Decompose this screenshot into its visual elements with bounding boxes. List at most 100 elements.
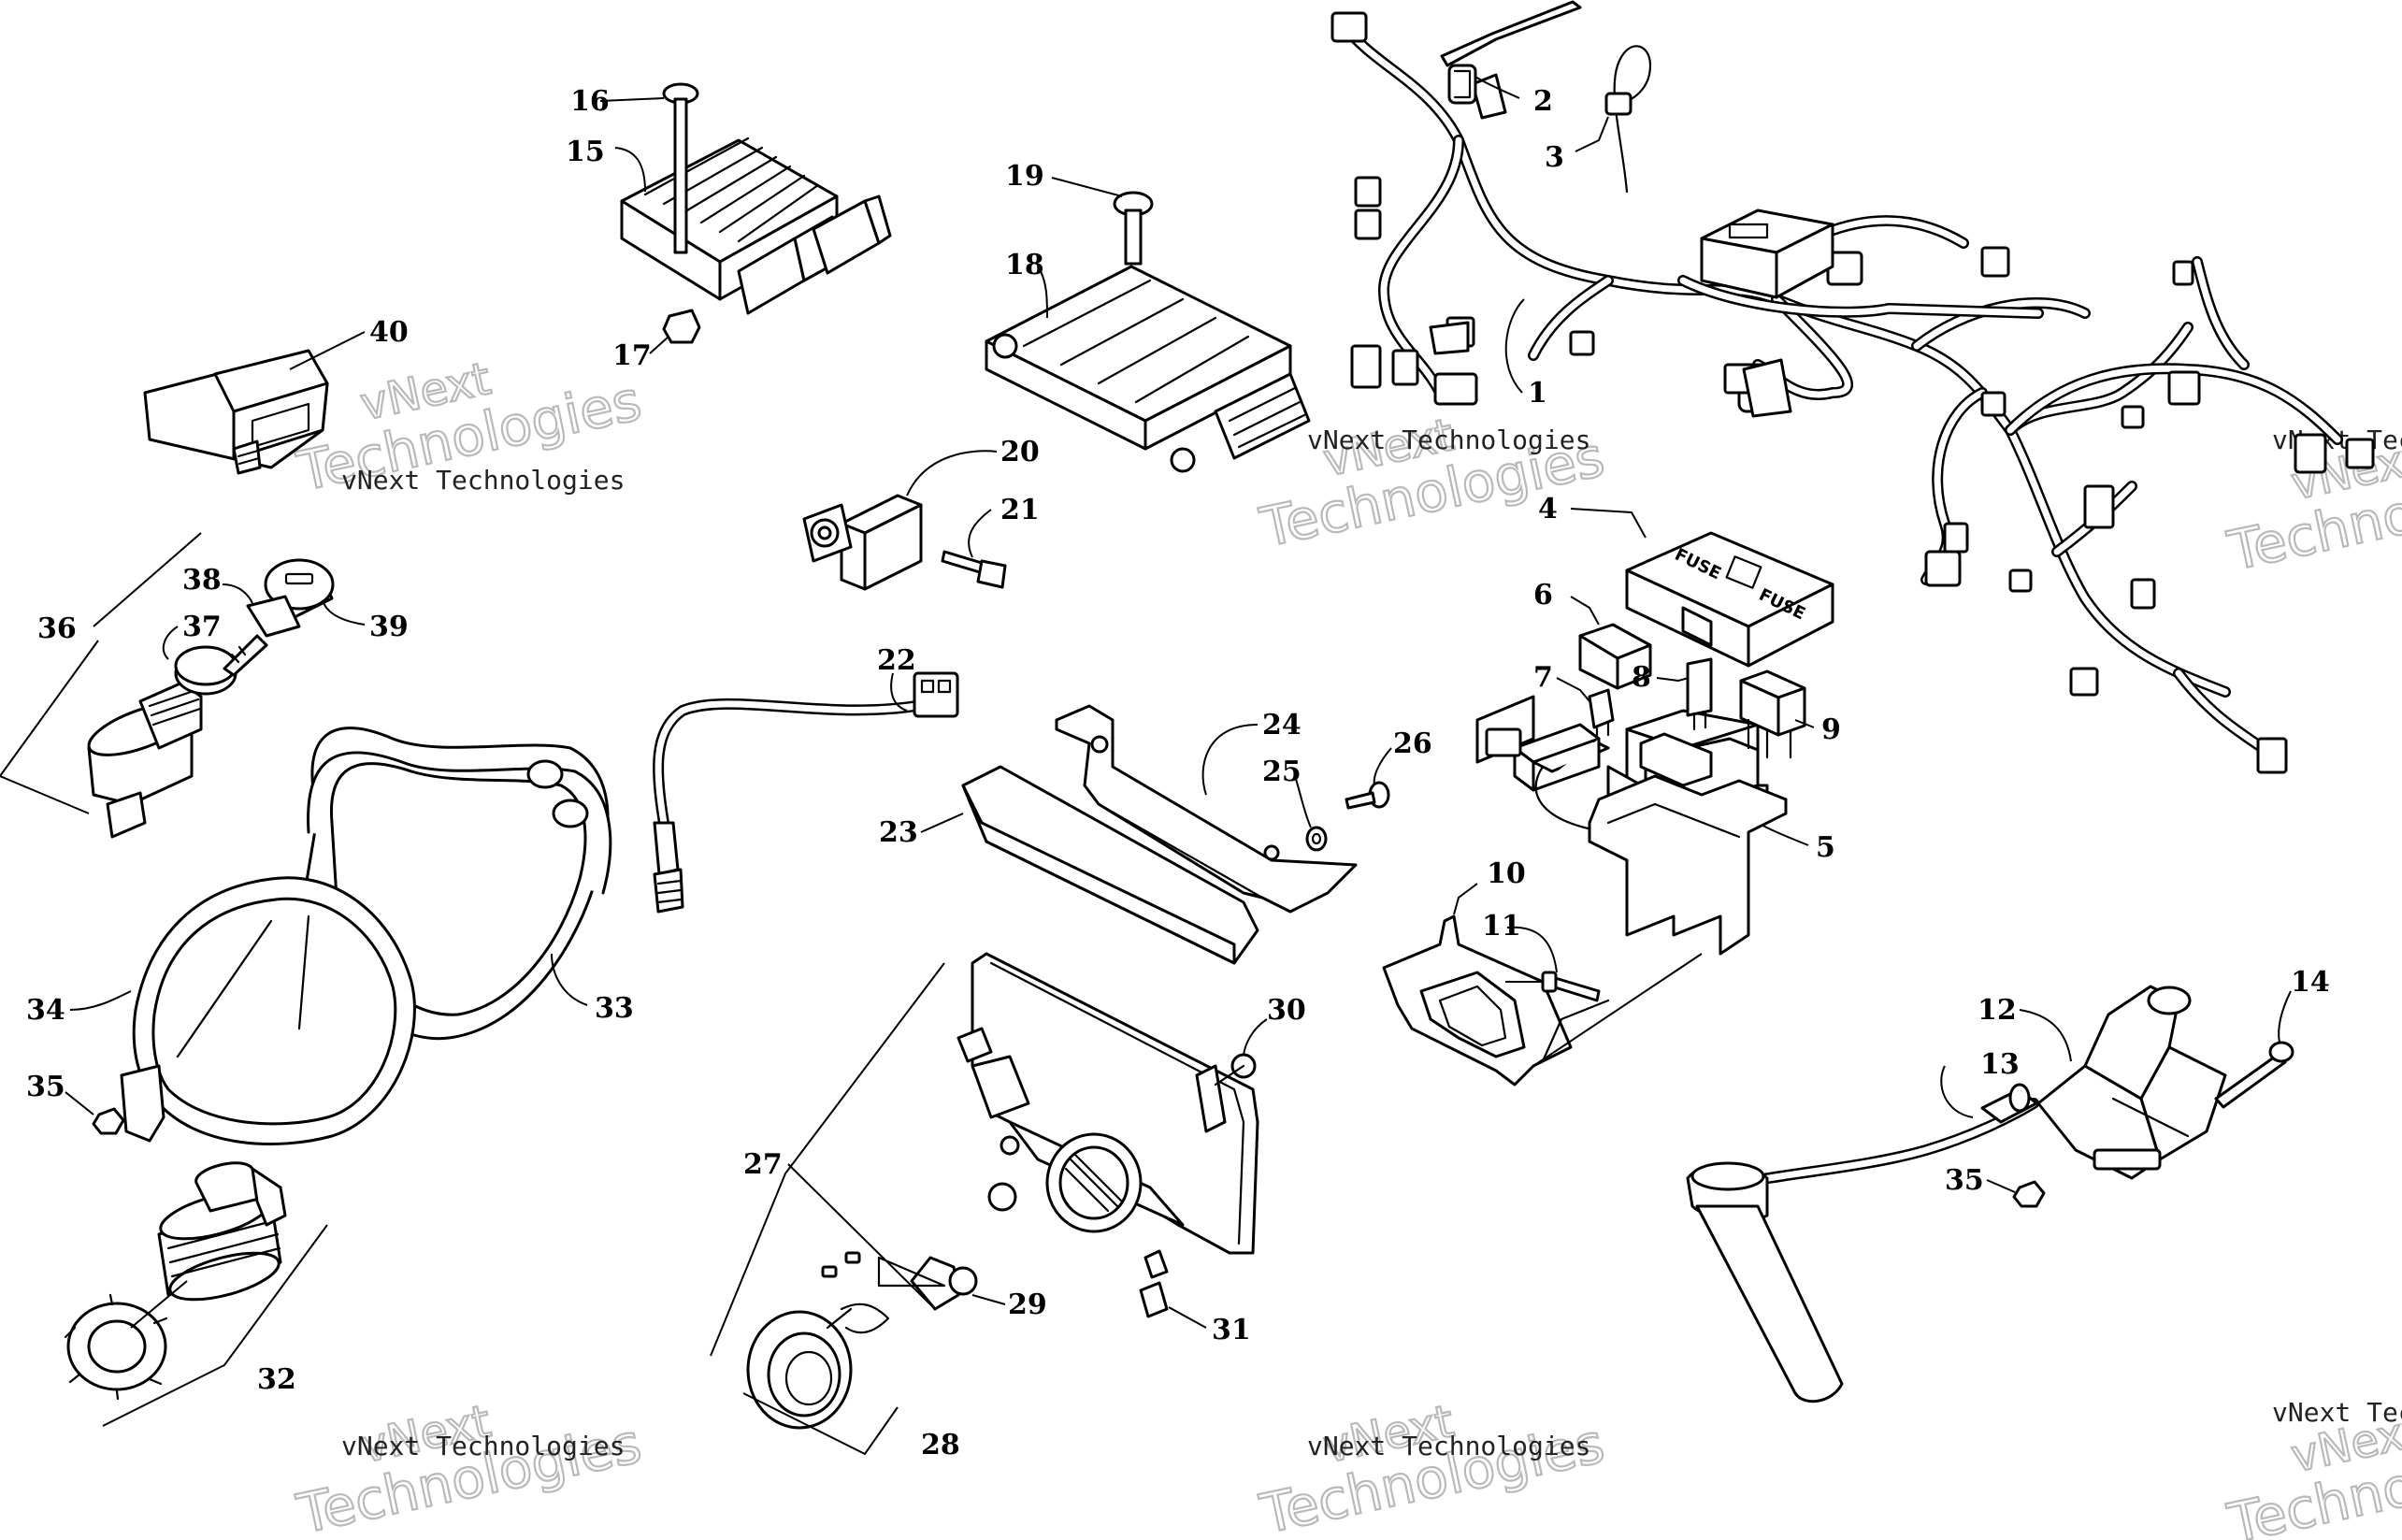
callout-39: 39: [369, 611, 409, 643]
callout-11: 11: [1482, 910, 1521, 943]
callout-14: 14: [2291, 966, 2330, 999]
leader-23: [920, 813, 964, 833]
callout-26: 26: [1393, 727, 1432, 760]
leader-33: [551, 953, 588, 1006]
part-35-nut-right: [2012, 1180, 2046, 1208]
part-2-harness-clip: [1440, 0, 1582, 105]
part-31-connector: [1139, 1281, 1169, 1318]
leader-32: [102, 1224, 328, 1427]
part-26-screw: [1345, 781, 1390, 810]
callout-30: 30: [1267, 994, 1306, 1027]
part-8-fuse: [1686, 657, 1713, 731]
leader-11: [1506, 926, 1558, 973]
watermark-company: vNext Technologies: [2272, 1397, 2402, 1428]
part-27-headlight-assembly: [956, 952, 1259, 1279]
callout-3: 3: [1545, 141, 1564, 174]
callout-19: 19: [1005, 160, 1044, 193]
part-7-fuse: [1588, 688, 1615, 741]
callout-35-right: 35: [1945, 1164, 1984, 1197]
callout-29: 29: [1008, 1288, 1047, 1321]
part-3-cable-tie: [1604, 45, 1652, 194]
part-17-nut: [662, 309, 701, 344]
callout-27: 27: [743, 1148, 783, 1181]
part-36-ignition-switch: [87, 558, 335, 839]
part-33-speedometer: [302, 727, 612, 1041]
part-22-speed-sensor: [653, 671, 959, 914]
leader-35-right: [1986, 1179, 2016, 1193]
callout-7: 7: [1533, 661, 1553, 694]
leader-38: [222, 583, 253, 604]
watermark-company: vNext Technologies: [1307, 1431, 1590, 1461]
part-18-ecu: [985, 265, 1311, 473]
part-5-gasket: [1639, 732, 1713, 787]
leader-18: [1037, 266, 1048, 319]
callout-12: 12: [1978, 994, 2017, 1027]
leader-17: [649, 336, 669, 354]
callout-20: 20: [1000, 436, 1040, 468]
leader-14: [2278, 990, 2292, 1043]
callout-10: 10: [1487, 857, 1526, 890]
callout-34: 34: [26, 994, 65, 1027]
leader-3: [1575, 116, 1609, 152]
callout-21: 21: [1000, 494, 1040, 526]
part-16-screw: [662, 82, 699, 254]
leader-10: [1453, 883, 1478, 915]
watermark-company: vNext Technologies: [341, 1431, 625, 1461]
leader-20: [906, 450, 998, 497]
leader-28: [742, 1392, 899, 1456]
callout-15: 15: [566, 136, 605, 168]
leader-bracket-to-block: [1532, 953, 1703, 1067]
leader-35-left: [65, 1091, 94, 1115]
part-35-nut-left: [92, 1107, 125, 1135]
part-fuse-block-frame: [1588, 774, 1788, 956]
leader-34: [69, 990, 132, 1011]
callout-1: 1: [1528, 377, 1547, 410]
leader-13: [1940, 1065, 1974, 1118]
leader-12: [2019, 1009, 2072, 1062]
leader-4: [1570, 508, 1647, 539]
callout-40: 40: [369, 316, 409, 349]
callout-36: 36: [37, 612, 77, 645]
part-21-bolt: [941, 550, 1007, 589]
callout-31: 31: [1212, 1314, 1251, 1346]
part-25-washer: [1305, 826, 1328, 852]
callout-6: 6: [1533, 579, 1553, 612]
callout-5: 5: [1816, 831, 1835, 864]
leader-16: [599, 97, 665, 102]
callout-16: 16: [570, 85, 610, 118]
leader-36: [0, 532, 202, 814]
part-32-power-outlet: [64, 1161, 287, 1401]
callout-24: 24: [1262, 709, 1302, 741]
leader-9: [1794, 719, 1815, 728]
callout-28: 28: [921, 1429, 960, 1461]
part-28-bezel-ring: [746, 1307, 853, 1430]
callout-8: 8: [1632, 661, 1651, 694]
part-1-wiring-harness: [1330, 11, 2375, 774]
callout-33: 33: [595, 992, 634, 1025]
leader-24: [1201, 724, 1259, 796]
leader-15: [614, 147, 646, 193]
callout-32: 32: [257, 1363, 296, 1396]
part-9-relay: [1739, 669, 1806, 759]
leader-30: [1243, 1018, 1268, 1056]
leader-37: [162, 626, 179, 660]
part-29-bulb: [821, 1251, 978, 1334]
callout-25: 25: [1262, 756, 1302, 788]
part-19-screw: [1113, 191, 1154, 266]
part-24-bracket: [1055, 704, 1358, 914]
callout-2: 2: [1533, 85, 1553, 118]
part-12-ignition-coil: [2036, 985, 2227, 1180]
watermark-company: vNext Technologies: [1307, 425, 1590, 455]
leader-6: [1570, 596, 1600, 626]
leader-29: [971, 1294, 1006, 1305]
part-6-relay: [1578, 623, 1652, 690]
leader-1: [1504, 298, 1525, 394]
watermark-company: vNext Technologies: [341, 465, 625, 496]
part-4-fuse-box-cover: FUSE FUSE: [1625, 531, 1834, 668]
callout-13: 13: [1980, 1048, 2020, 1081]
leader-7: [1556, 677, 1590, 702]
part-15-voltage-regulator: [620, 137, 892, 315]
leader-39: [322, 599, 366, 626]
callout-23: 23: [879, 816, 918, 849]
